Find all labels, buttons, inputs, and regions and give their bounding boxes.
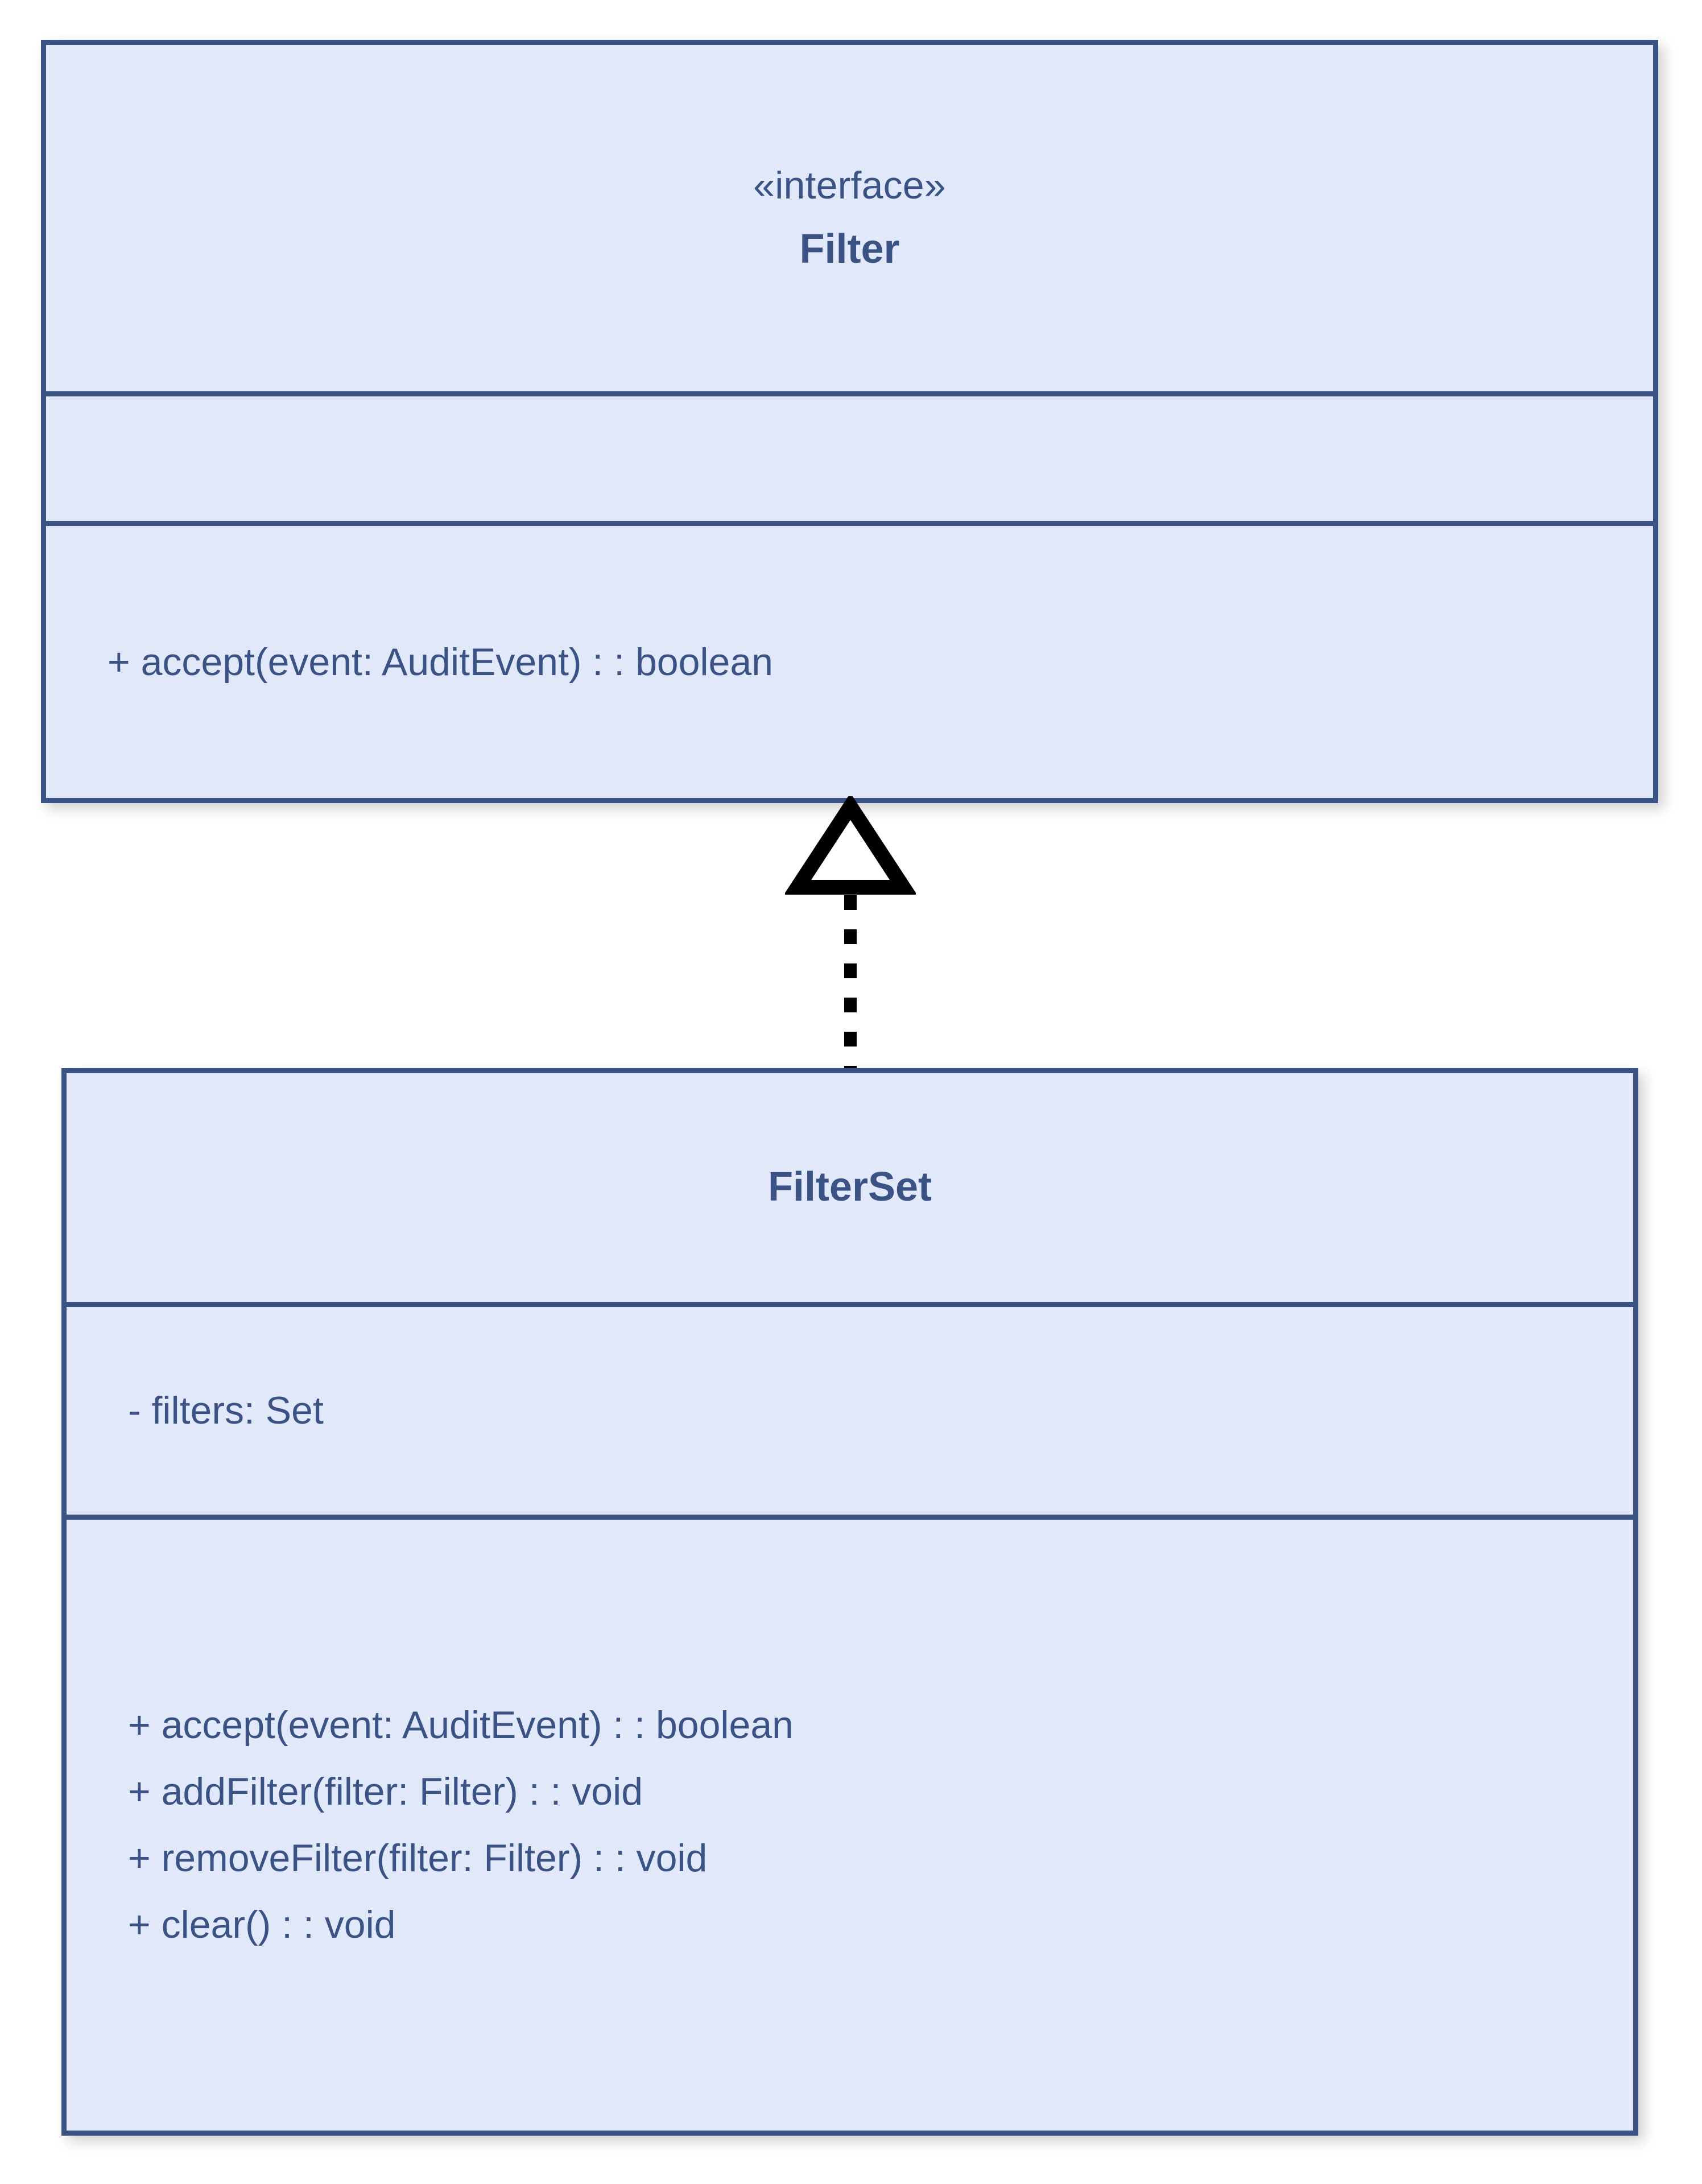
class-box-filter[interactable]: «interface» Filter + accept(event: Audit… xyxy=(41,40,1658,803)
class-methods-filter: + accept(event: AuditEvent) : : boolean xyxy=(46,526,1653,798)
class-attributes-filterset: - filters: Set xyxy=(67,1307,1633,1520)
method-item: + removeFilter(filter: Filter) : : void xyxy=(128,1836,708,1880)
class-box-filterset[interactable]: FilterSet - filters: Set + accept(event:… xyxy=(61,1068,1638,2136)
method-item: + accept(event: AuditEvent) : : boolean xyxy=(128,1703,794,1747)
attribute-item: - filters: Set xyxy=(128,1389,324,1433)
class-name-label: Filter xyxy=(799,226,900,272)
method-item: + accept(event: AuditEvent) : : boolean xyxy=(108,640,773,684)
method-item: + clear() : : void xyxy=(128,1902,396,1946)
method-list: + accept(event: AuditEvent) : : boolean xyxy=(46,526,1653,798)
class-header-filter: «interface» Filter xyxy=(46,45,1653,396)
class-methods-filterset: + accept(event: AuditEvent) : : boolean … xyxy=(67,1520,1633,2131)
attribute-list: - filters: Set xyxy=(67,1307,1633,1515)
class-attributes-filter xyxy=(46,396,1653,526)
realization-connector xyxy=(785,796,916,1081)
class-header-filterset: FilterSet xyxy=(67,1073,1633,1307)
attribute-list xyxy=(46,396,1653,521)
hollow-triangle-arrowhead xyxy=(785,796,916,895)
method-item: + addFilter(filter: Filter) : : void xyxy=(128,1770,643,1814)
method-list: + accept(event: AuditEvent) : : boolean … xyxy=(67,1520,1633,2131)
class-name-label: FilterSet xyxy=(767,1164,932,1210)
class-stereotype: «interface» xyxy=(753,163,946,207)
